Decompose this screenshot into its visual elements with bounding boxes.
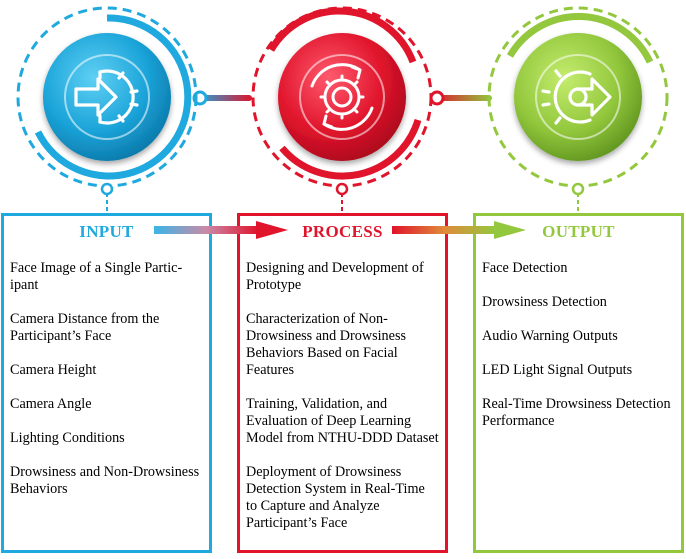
list-item: LED Light Signal Outputs (482, 362, 633, 378)
process-arc-top (267, 7, 417, 64)
connector-process-output (432, 95, 492, 101)
list-item: Real-Time Drowsiness Detec­tion Performa… (482, 396, 671, 429)
list-item: Face Detection (482, 260, 568, 276)
list-item: Audio Warning Outputs (482, 328, 618, 344)
output-disc (514, 33, 642, 161)
process-inner-ring (299, 54, 385, 140)
gear-cycle-icon (310, 63, 374, 131)
output-inner-ring (535, 54, 621, 140)
input-title: INPUT (79, 222, 134, 241)
list-item: Camera Height (10, 362, 97, 378)
input-arc (34, 14, 192, 180)
list-item: Characterization of Non-Drowsiness and D… (246, 311, 406, 378)
list-item: Drowsiness Detection (482, 294, 607, 310)
list-item: Camera Angle (10, 396, 92, 412)
list-item: Training, Validation, and Evaluation of … (246, 396, 439, 446)
input-panel: INPUT Face Image of a Single Partic­ipan… (1, 213, 212, 553)
list-item: Camera Distance from the Participant’s F… (10, 311, 160, 344)
list-item: Deployment of Drowsiness Detection Syste… (246, 464, 425, 531)
list-item: Face Image of a Single Partic­ipant (10, 260, 183, 293)
connector-input-process (196, 95, 252, 101)
list-item: Drowsiness and Non-Drowsiness Behaviors (10, 464, 200, 497)
input-inner-ring (64, 54, 150, 140)
connector-node (429, 90, 445, 106)
process-stem-node (335, 182, 349, 196)
process-title: PROCESS (302, 222, 383, 241)
process-circle (251, 6, 433, 214)
process-arc-bottom (279, 118, 422, 180)
list-item: Designing and Development of Prototype (246, 260, 424, 293)
process-panel: PROCESS Designing and Development of Pro… (237, 213, 448, 553)
output-circle (487, 6, 669, 214)
arrow-out-of-gear-icon (541, 69, 612, 125)
process-disc (278, 33, 406, 161)
output-stem-node (571, 182, 585, 196)
list-item: Lighting Conditions (10, 430, 125, 446)
output-arc (506, 13, 654, 64)
input-stem-node (100, 182, 114, 196)
arrow-into-gear-icon (74, 69, 139, 125)
input-disc (43, 33, 171, 161)
output-title: OUTPUT (542, 222, 615, 241)
input-circle (16, 6, 198, 214)
